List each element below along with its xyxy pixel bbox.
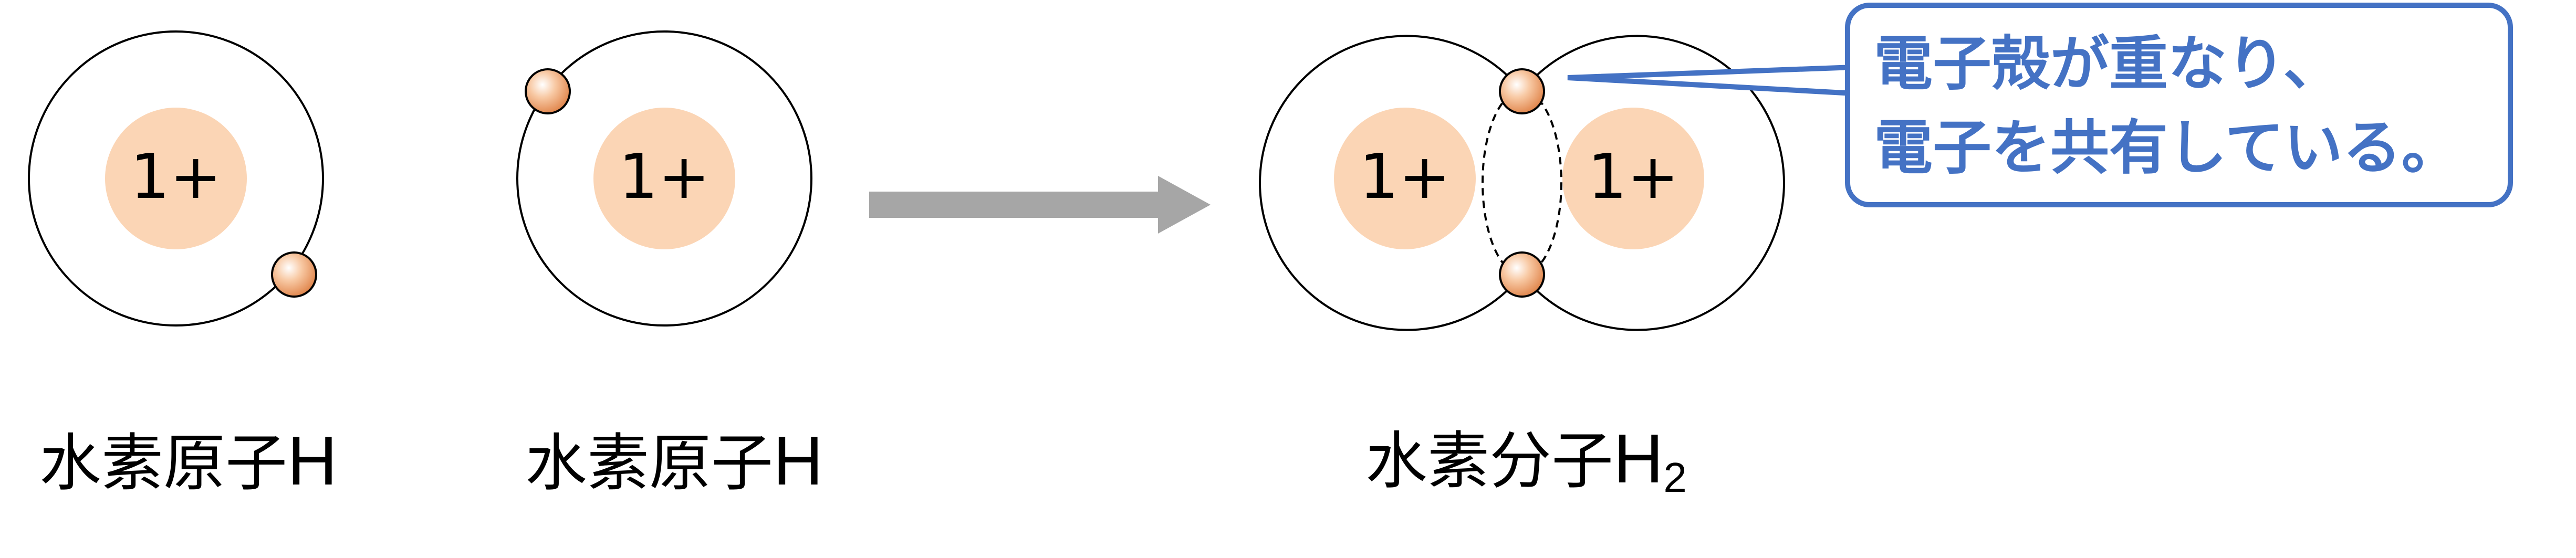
caption-symbol: H [773,422,823,499]
shared-electron-bottom [1499,251,1545,298]
caption-text: 水素原子 [39,427,288,499]
caption-subscript: 2 [1663,454,1687,501]
nucleus [593,108,735,249]
nucleus-label: 1+ [619,140,710,213]
callout: 電子殻が重なり、 電子を共有している。 [1567,3,2513,207]
caption-hydrogen-atom-left: 水素原子H [39,426,337,496]
caption-hydrogen-molecule: 水素分子H2 [1365,424,1687,499]
caption-symbol: H [287,422,338,499]
arrow-head [1158,176,1211,234]
caption-symbol: H [1613,420,1664,497]
reaction-arrow [869,176,1211,234]
shared-electron-top [1499,68,1545,114]
hydrogen-molecule: 1+ 1+ [1259,35,1785,331]
callout-pointer [1567,65,1854,96]
hydrogen-atom-middle: 1+ [516,30,812,327]
hydrogen-atom-left: 1+ [28,30,324,327]
nucleus-label: 1+ [130,140,222,213]
callout-line-1: 電子殻が重なり、 [1874,30,2342,98]
nucleus [105,108,247,249]
caption-text: 水素原子 [525,427,774,499]
nucleus-left-label: 1+ [1359,140,1451,213]
caption-hydrogen-atom-middle: 水素原子H [525,426,823,496]
arrow-shaft [869,192,1163,218]
nucleus-left [1334,108,1476,249]
callout-box [1845,3,2513,207]
nucleus-right [1562,108,1704,249]
nucleus-right-label: 1+ [1588,140,1679,213]
caption-text: 水素分子 [1365,425,1614,497]
callout-line-2: 電子を共有している。 [1874,114,2460,182]
electron [271,251,317,298]
electron [525,68,571,114]
